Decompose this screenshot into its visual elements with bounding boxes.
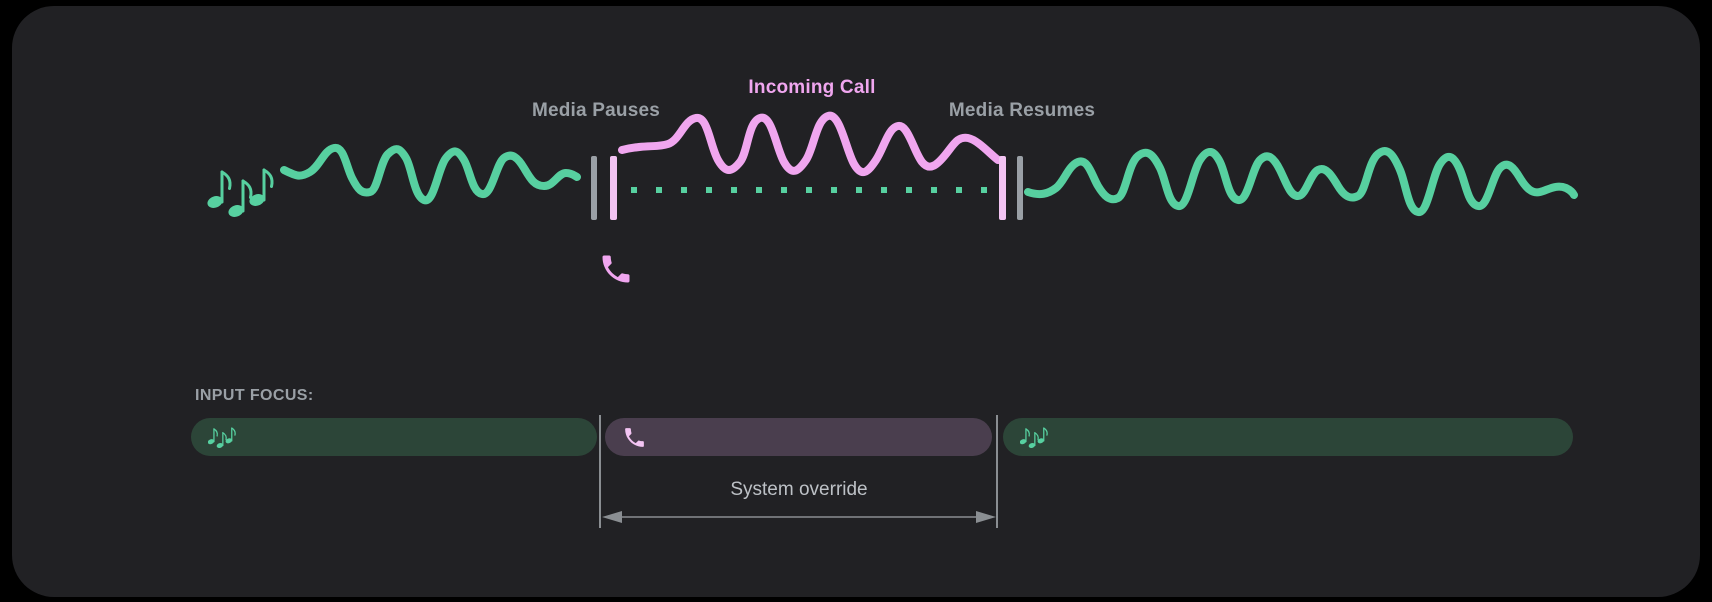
system-override-label: System override <box>730 479 868 500</box>
media-resume-marker <box>999 156 1023 220</box>
media-pause-marker <box>591 156 617 220</box>
focus-bar-media-before <box>191 418 597 456</box>
music-notes-icon <box>206 170 272 219</box>
override-start-line <box>599 415 601 528</box>
diagram-card <box>12 6 1700 597</box>
music-notes-icon <box>1020 425 1048 449</box>
pause-bar-gray <box>591 156 597 220</box>
music-notes-icon <box>208 425 236 449</box>
resume-bar-gray <box>1017 156 1023 220</box>
override-end-line <box>996 415 998 528</box>
phone-icon <box>602 255 630 283</box>
arrow-right-head <box>976 511 996 523</box>
media-pauses-label: Media Pauses <box>531 100 661 121</box>
focus-bar-call-override <box>605 418 992 456</box>
system-override-span-arrow <box>602 511 996 523</box>
focus-bar-media-after <box>1003 418 1573 456</box>
media-call-timeline-diagram <box>0 111 1578 283</box>
incoming-call-label: Incoming Call <box>748 77 876 98</box>
input-focus-heading: INPUT FOCUS: <box>195 387 314 404</box>
incoming-call-wave <box>618 111 1002 177</box>
resume-bar-pink <box>999 156 1006 220</box>
media-wave-after <box>1024 147 1578 216</box>
media-resumes-label: Media Resumes <box>948 100 1096 121</box>
pause-bar-pink <box>610 156 617 220</box>
media-wave-before <box>280 144 581 205</box>
phone-icon <box>625 427 644 447</box>
arrow-left-head <box>602 511 622 523</box>
